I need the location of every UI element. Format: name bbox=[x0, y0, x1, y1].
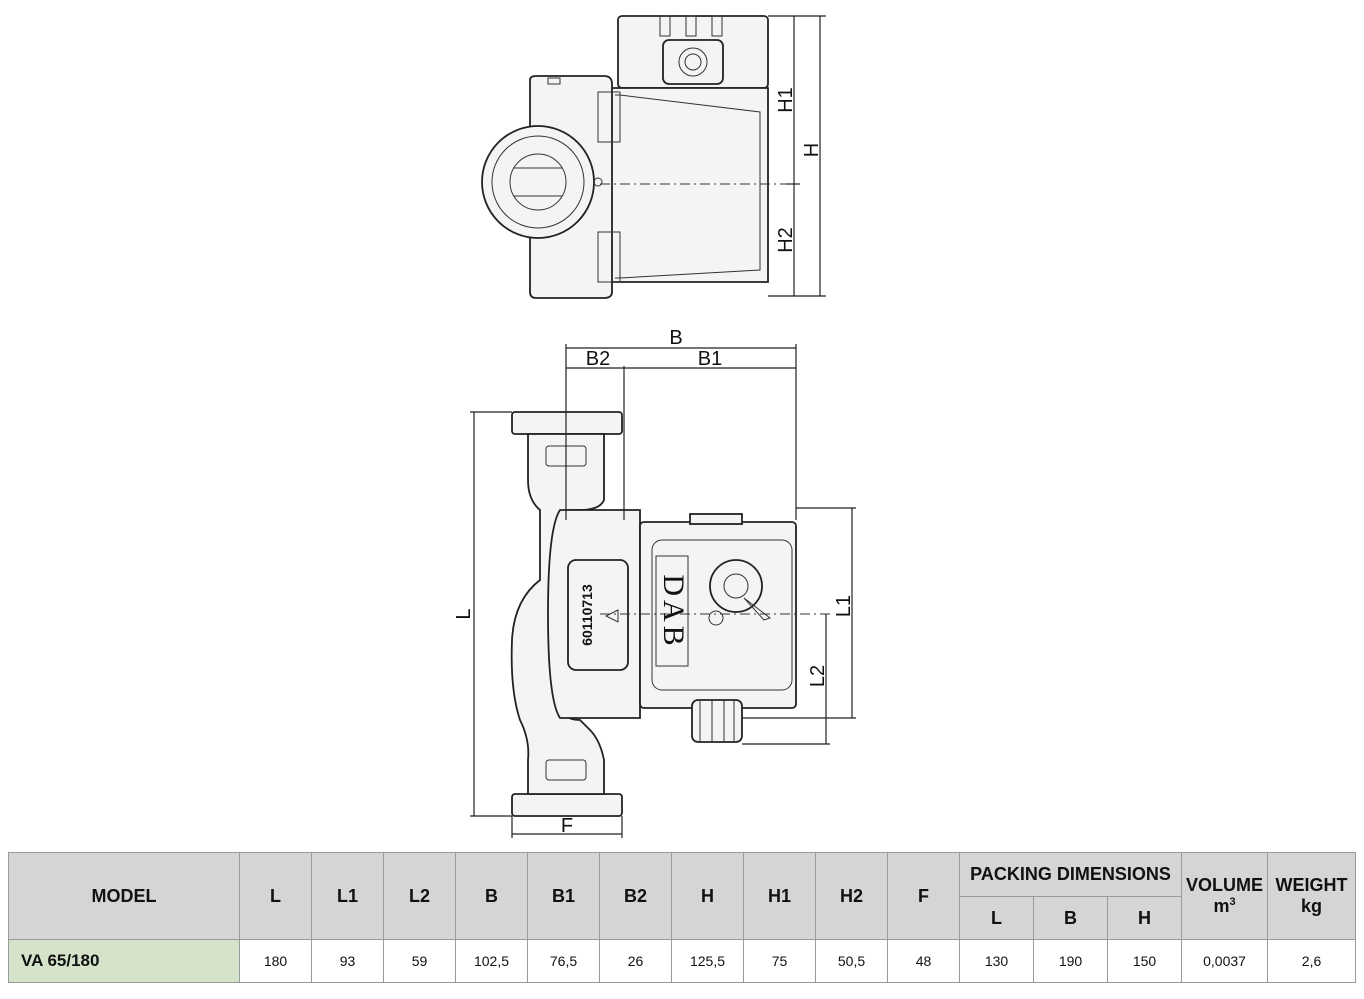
table-row: VA 65/180 180 93 59 102,5 76,5 26 125,5 … bbox=[8, 939, 1357, 983]
volume-label: VOLUME bbox=[1186, 875, 1264, 895]
cell-pack-H: 150 bbox=[1106, 939, 1183, 983]
label-B: B bbox=[669, 327, 682, 349]
cell-L1: 93 bbox=[311, 939, 384, 983]
label-H: H bbox=[801, 143, 823, 157]
header-L2: L2 bbox=[383, 852, 456, 940]
weight-unit: kg bbox=[1301, 896, 1323, 916]
brand-logo: DAB bbox=[657, 574, 690, 649]
pump-dimension-drawing: H1 H H2 bbox=[453, 15, 856, 838]
header-B2: B2 bbox=[599, 852, 672, 940]
dimensions-table: MODEL L L1 L2 B B1 B2 H H1 H2 F PACKING … bbox=[8, 852, 1357, 983]
header-H2: H2 bbox=[815, 852, 888, 940]
cell-H1: 75 bbox=[743, 939, 816, 983]
header-B: B bbox=[455, 852, 528, 940]
cell-B: 102,5 bbox=[455, 939, 528, 983]
header-pack-L: L bbox=[959, 896, 1034, 940]
header-B1: B1 bbox=[527, 852, 600, 940]
cell-H: 125,5 bbox=[671, 939, 744, 983]
label-L: L bbox=[453, 608, 475, 619]
label-L2: L2 bbox=[807, 665, 829, 687]
header-H: H bbox=[671, 852, 744, 940]
label-H1: H1 bbox=[775, 87, 797, 113]
header-weight: WEIGHT kg bbox=[1267, 852, 1357, 940]
label-F: F bbox=[561, 815, 573, 837]
label-B1: B1 bbox=[698, 348, 722, 370]
label-L1: L1 bbox=[833, 595, 855, 617]
pump-front-view bbox=[470, 344, 856, 838]
cell-model: VA 65/180 bbox=[8, 939, 240, 983]
cell-weight: 2,6 bbox=[1267, 939, 1357, 983]
cell-L2: 59 bbox=[383, 939, 456, 983]
label-H2: H2 bbox=[775, 227, 797, 253]
cell-B1: 76,5 bbox=[527, 939, 600, 983]
cell-F: 48 bbox=[887, 939, 960, 983]
pump-side-view bbox=[481, 15, 826, 299]
cell-volume: 0,0037 bbox=[1181, 939, 1269, 983]
weight-label: WEIGHT bbox=[1275, 875, 1348, 895]
volume-unit-sup: 3 bbox=[1229, 896, 1236, 908]
cell-L: 180 bbox=[239, 939, 312, 983]
header-L1: L1 bbox=[311, 852, 384, 940]
serial-number: 60110713 bbox=[579, 584, 595, 646]
cell-H2: 50,5 bbox=[815, 939, 888, 983]
label-B2: B2 bbox=[586, 348, 610, 370]
header-packing-dimensions: PACKING DIMENSIONS bbox=[958, 852, 1183, 897]
header-model: MODEL bbox=[8, 852, 240, 940]
volume-unit: m bbox=[1213, 896, 1230, 916]
header-L: L bbox=[239, 852, 312, 940]
header-pack-B: B bbox=[1033, 896, 1108, 940]
cell-B2: 26 bbox=[599, 939, 672, 983]
cell-pack-B: 190 bbox=[1033, 939, 1108, 983]
header-volume: VOLUME m3 bbox=[1181, 852, 1269, 940]
header-pack-H: H bbox=[1106, 896, 1183, 940]
header-H1: H1 bbox=[743, 852, 816, 940]
header-F: F bbox=[887, 852, 960, 940]
cell-pack-L: 130 bbox=[959, 939, 1034, 983]
